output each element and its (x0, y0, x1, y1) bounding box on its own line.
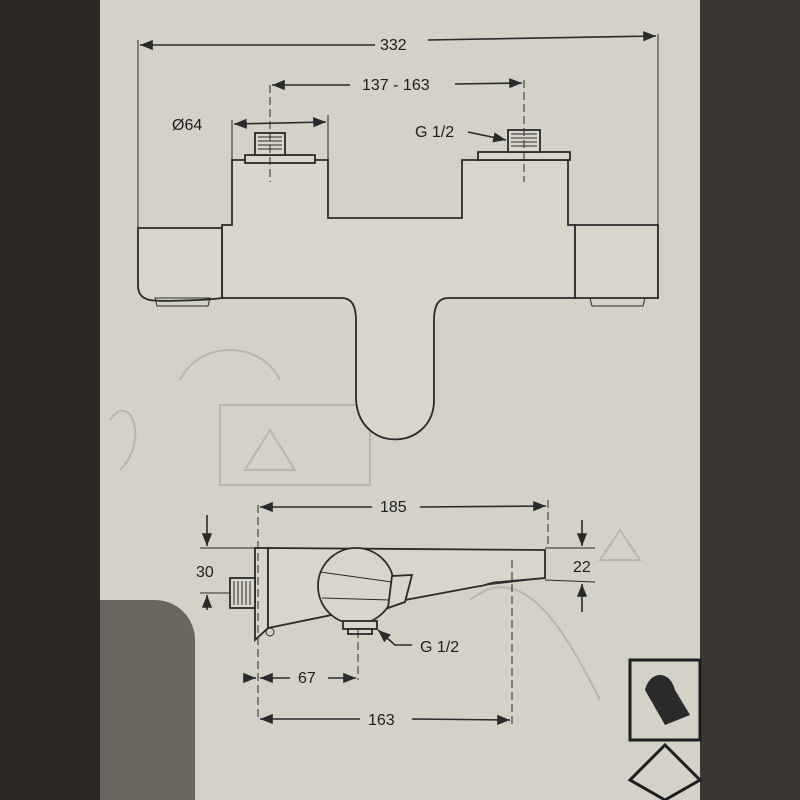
side-view: 185 30 22 G 1/2 67 163 (196, 499, 596, 729)
left-handle (137, 227, 223, 302)
outlet-thread-label: G 1/2 (420, 639, 459, 656)
dark-background-right (700, 0, 800, 800)
outlet-height-label: 22 (573, 559, 591, 576)
control-knob (317, 547, 395, 625)
inlet-spacing-label: 137 - 163 (362, 77, 430, 94)
side-inlet-thread (229, 577, 256, 609)
dark-background-left (0, 0, 100, 800)
inlet-offset-label: 30 (196, 564, 214, 581)
outlet-distance-label: 67 (298, 670, 316, 687)
overall-width-label: 332 (380, 37, 407, 54)
hazard-diamond-icon (627, 742, 703, 800)
front-view: 332 137 - 163 Ø64 G 1/2 (137, 31, 659, 441)
right-handle (574, 224, 659, 299)
depth-label: 185 (380, 499, 407, 516)
mixer-body-front (221, 159, 576, 441)
diameter-label: Ø64 (172, 117, 202, 134)
inlet-thread-label: G 1/2 (415, 124, 454, 141)
background-watermark (109, 349, 642, 701)
spout-distance-label: 163 (368, 712, 395, 729)
safety-glove-icon (628, 658, 702, 742)
shadow-overlay (100, 600, 195, 800)
wall-plate (254, 547, 269, 643)
